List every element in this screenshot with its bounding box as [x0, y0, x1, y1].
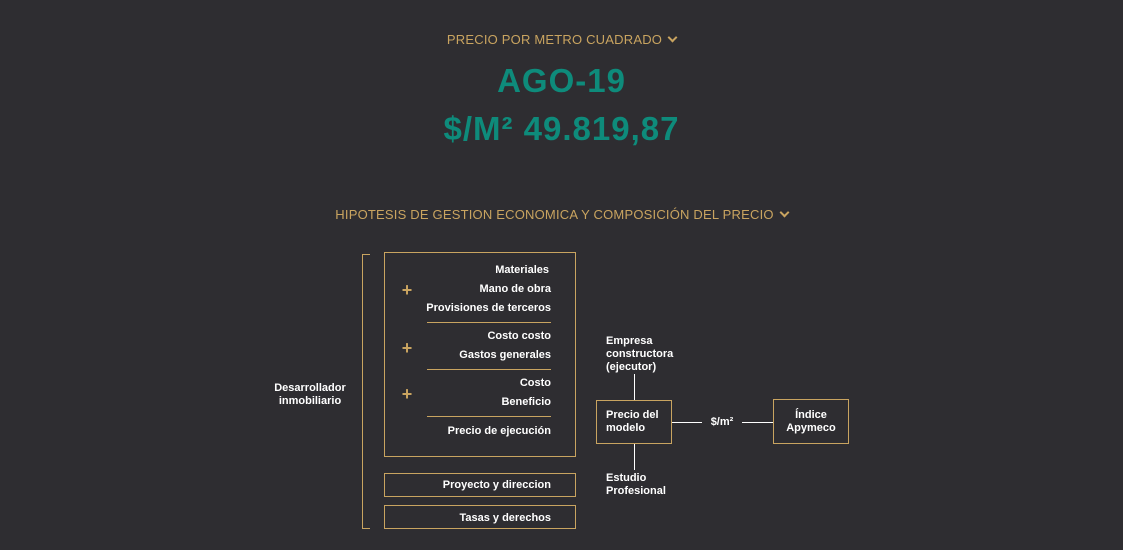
price-section-title: PRECIO POR METRO CUADRADO [446, 32, 663, 47]
index-label: Índice Apymeco [786, 409, 836, 434]
developer-label: Desarrollador inmobiliario [274, 382, 346, 407]
study-connector [634, 444, 635, 470]
proyecto-box: Proyecto y direccion [384, 473, 576, 497]
price-value: $/M² 49.819,87 [443, 110, 680, 147]
composition-section-title: HIPOTESIS DE GESTION ECONOMICA Y COMPOSI… [335, 207, 774, 222]
unit-label: $/m² [702, 416, 742, 429]
item-costo-costo: Costo costo [487, 330, 551, 342]
tasas-box: Tasas y derechos [384, 505, 576, 529]
composition-box [384, 252, 576, 457]
price-section-toggle[interactable]: PRECIO POR METRO CUADRADO [0, 32, 1123, 47]
item-materiales: Materiales [495, 264, 549, 276]
item-beneficio: Beneficio [501, 396, 551, 408]
item-gastos-generales: Gastos generales [459, 349, 551, 361]
builder-connector [634, 374, 635, 400]
index-box: Índice Apymeco [773, 399, 849, 444]
plus-icon: + [401, 338, 413, 358]
separator [427, 322, 551, 323]
study-label: Estudio Profesional [606, 472, 666, 497]
model-price-box: Precio del modelo [596, 400, 672, 444]
result-precio-ejecucion: Precio de ejecución [447, 425, 551, 437]
plus-icon: + [401, 384, 413, 404]
separator [427, 416, 551, 417]
chevron-down-icon [779, 207, 790, 218]
builder-label: Empresa constructora (ejecutor) [606, 335, 674, 373]
chevron-down-icon [667, 32, 678, 43]
item-provisiones: Provisiones de terceros [426, 302, 551, 314]
model-price-label: Precio del modelo [606, 409, 659, 434]
separator [427, 369, 551, 370]
item-costo: Costo [519, 377, 551, 389]
plus-icon: + [401, 280, 413, 300]
composition-section-toggle[interactable]: HIPOTESIS DE GESTION ECONOMICA Y COMPOSI… [0, 207, 1123, 222]
tasas-label: Tasas y derechos [459, 512, 551, 524]
proyecto-label: Proyecto y direccion [442, 479, 551, 491]
price-period: AGO-19 [497, 62, 626, 99]
item-mano-de-obra: Mano de obra [479, 283, 551, 295]
